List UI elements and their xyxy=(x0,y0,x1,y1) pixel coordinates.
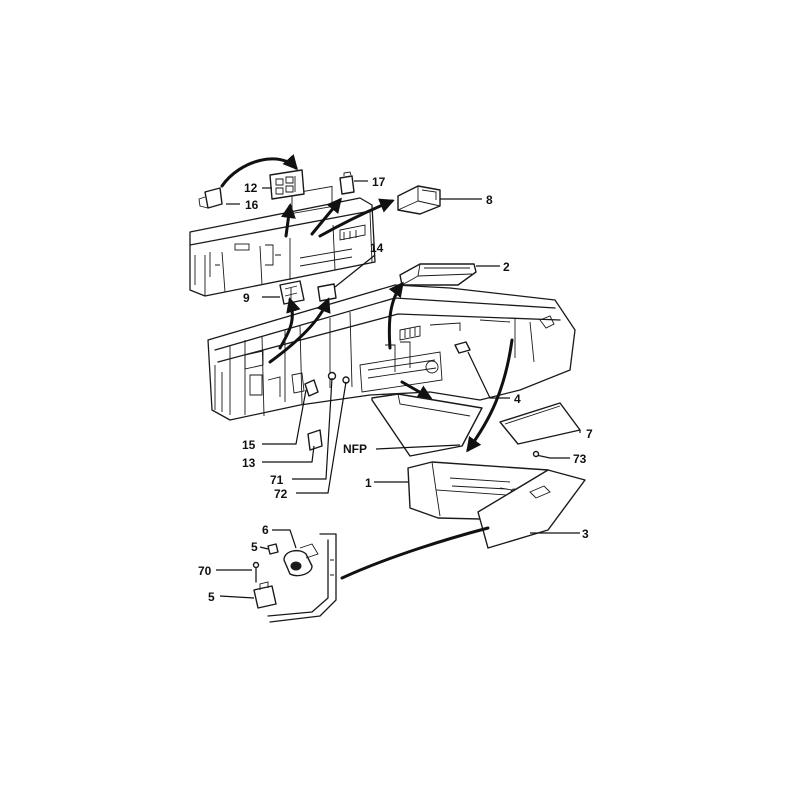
part-14-cover xyxy=(317,283,337,302)
callout-72: 72 xyxy=(274,487,288,501)
callout-labels: 12 16 17 8 14 2 9 4 7 NFP 15 73 13 71 1 … xyxy=(198,175,593,604)
callout-12: 12 xyxy=(244,181,258,195)
part-70-screw xyxy=(252,561,260,583)
callout-9: 7 xyxy=(586,427,593,441)
callout-70: 70 xyxy=(198,564,212,578)
leader-lines xyxy=(216,180,581,599)
callout-73: 73 xyxy=(573,452,587,466)
callout-7: 5 xyxy=(251,540,258,554)
hinge-bracket xyxy=(267,533,337,623)
part-7-bulb xyxy=(267,543,279,555)
callout-1: 1 xyxy=(365,476,372,490)
callout-16: 16 xyxy=(245,198,259,212)
part-5-lock-body xyxy=(253,581,277,609)
part-15-switch xyxy=(304,379,319,397)
part-9-panel xyxy=(499,402,581,445)
part-nfp-panel xyxy=(371,393,483,457)
part-8-ashtray xyxy=(397,185,441,215)
callout-14: 14 xyxy=(370,241,384,255)
part-73-screw xyxy=(532,450,551,459)
part-2-tray xyxy=(399,263,477,286)
part-3-glovebox-lid xyxy=(477,469,586,549)
callout-13: 13 xyxy=(242,456,256,470)
callout-71: 71 xyxy=(270,473,284,487)
callout-8: 8 xyxy=(486,193,493,207)
part-6-lock-barrel xyxy=(283,543,319,577)
upper-dash-section xyxy=(189,185,376,297)
callout-2: 2 xyxy=(503,260,510,274)
part-17-clip xyxy=(339,171,355,195)
callout-17: 17 xyxy=(372,175,386,189)
callout-nfp: NFP xyxy=(343,442,367,456)
callout-15: 15 xyxy=(242,438,256,452)
part-12-switch-panel xyxy=(269,169,305,200)
part-4-clip xyxy=(454,341,471,354)
callout-11: 9 xyxy=(243,291,250,305)
callout-3: 3 xyxy=(582,527,589,541)
callout-4: 4 xyxy=(514,392,521,406)
part-13-knob xyxy=(307,429,323,451)
callout-5: 5 xyxy=(208,590,215,604)
part-11-switch xyxy=(279,280,305,305)
callout-6: 6 xyxy=(262,523,269,537)
part-16-switch xyxy=(198,187,223,209)
